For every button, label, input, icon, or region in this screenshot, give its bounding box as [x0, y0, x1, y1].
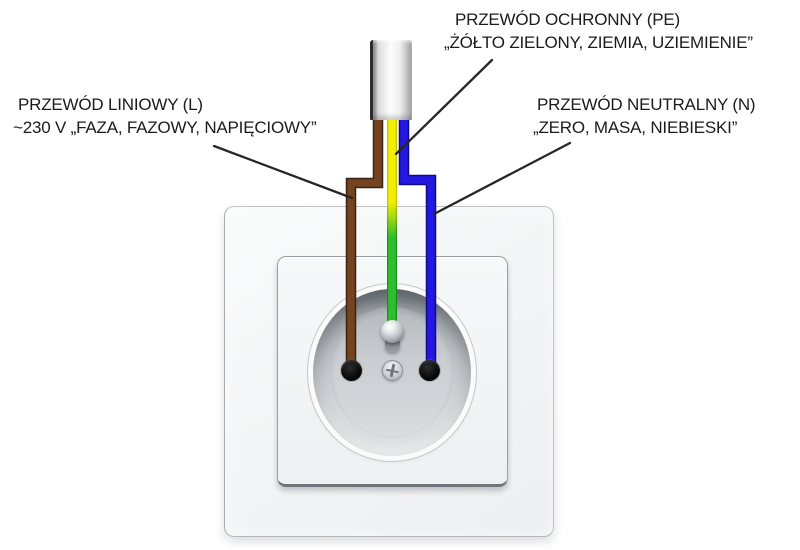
cable-sheath — [370, 40, 412, 120]
leader-line-n — [432, 141, 572, 216]
leader-line-l — [212, 144, 354, 200]
label-l-title: PRZEWÓD LINIOWY (L) — [18, 95, 203, 114]
label-l-subtitle: ~230 V „FAZA, FAZOWY, NAPIĘCIOWY” — [13, 118, 317, 137]
label-pe-subtitle: „ŻÓŁTO ZIELONY, ZIEMIA, UZIEMIENIE” — [444, 33, 753, 52]
label-n-title: PRZEWÓD NEUTRALNY (N) — [537, 95, 756, 114]
socket-hole-phase — [341, 360, 362, 381]
label-protective-wire: PRZEWÓD OCHRONNY (PE) „ŻÓŁTO ZIELONY, ZI… — [444, 8, 753, 54]
label-pe-title: PRZEWÓD OCHRONNY (PE) — [455, 10, 680, 29]
ground-pin-icon — [381, 320, 404, 343]
socket-hole-neutral — [419, 360, 440, 381]
label-line-wire: PRZEWÓD LINIOWY (L) ~230 V „FAZA, FAZOWY… — [13, 93, 317, 139]
label-neutral-wire: PRZEWÓD NEUTRALNY (N) „ZERO, MASA, NIEBI… — [533, 93, 756, 139]
label-n-subtitle: „ZERO, MASA, NIEBIESKI” — [533, 118, 738, 137]
